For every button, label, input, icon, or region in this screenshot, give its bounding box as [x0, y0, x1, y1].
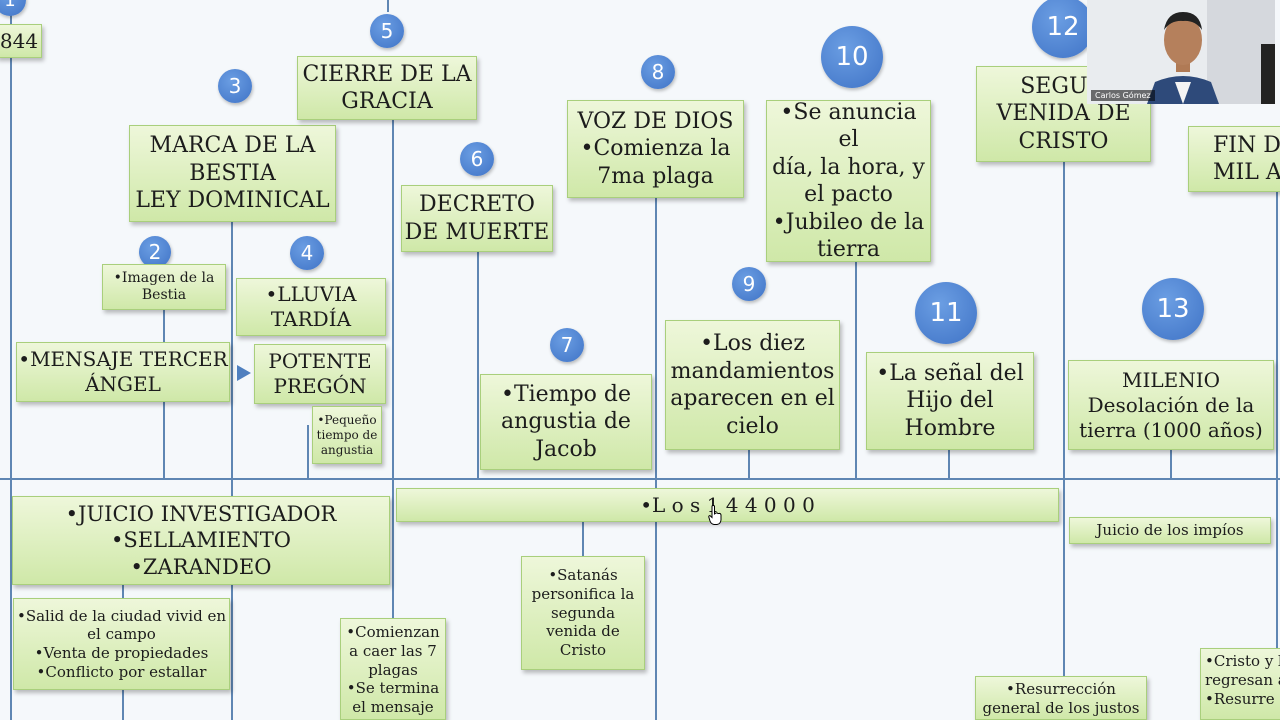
box-resurreccion-justos: •Resurrección general de los justos: [975, 676, 1147, 720]
participant-avatar: [1087, 0, 1275, 104]
timeline-axis: [0, 478, 1280, 480]
box-imagen-bestia: •Imagen de la Bestia: [102, 264, 226, 310]
box-satanas: •Satanás personifica la segunda venida d…: [521, 556, 645, 670]
timeline-line: [392, 120, 394, 720]
box-pequeno-tiempo: •Pequeño tiempo de angustia: [312, 406, 382, 464]
marker-2: 2: [139, 236, 171, 268]
marker-11: 11: [915, 282, 977, 344]
box-lluvia-tardia: •LLUVIA TARDÍA: [236, 278, 386, 336]
marker-12: 12: [1032, 0, 1094, 58]
box-diez-mandamientos: •Los diez mandamientos aparecen en el ci…: [665, 320, 840, 450]
marker-5: 5: [370, 14, 404, 48]
marker-6: 6: [460, 142, 494, 176]
box-los-144000: •L o s 1 4 4 0 0 0: [396, 488, 1059, 522]
timeline-line: [231, 222, 233, 720]
box-juicio-investigador: •JUICIO INVESTIGADOR •SELLAMIENTO •ZARAN…: [12, 496, 390, 585]
timeline-line: [477, 252, 479, 480]
hand-cursor-icon: [708, 505, 722, 525]
timeline-line: [948, 450, 950, 480]
timeline-line: [10, 10, 12, 720]
timeline-line: [387, 0, 389, 12]
box-salid-ciudad: •Salid de la ciudad vivid en el campo •V…: [13, 598, 230, 690]
box-cierre-gracia: CIERRE DE LA GRACIA: [297, 56, 477, 120]
marker-9: 9: [732, 267, 766, 301]
marker-1: 1: [0, 0, 26, 16]
year-box: 844: [0, 24, 42, 58]
box-fin-mil-anos: FIN D MIL A: [1188, 126, 1280, 192]
timeline-line: [1170, 450, 1172, 480]
box-marca-bestia: MARCA DE LA BESTIA LEY DOMINICAL: [129, 125, 336, 222]
arrow-icon: [237, 365, 251, 381]
box-decreto-muerte: DECRETO DE MUERTE: [401, 185, 553, 252]
timeline-line: [1276, 192, 1278, 720]
marker-3: 3: [218, 69, 252, 103]
box-voz-de-dios: VOZ DE DIOS •Comienza la 7ma plaga: [567, 100, 744, 198]
box-tiempo-angustia-jacob: •Tiempo de angustia de Jacob: [480, 374, 652, 470]
marker-8: 8: [641, 55, 675, 89]
participant-name: Carlos Gómez: [1091, 90, 1155, 101]
timeline-line: [655, 198, 657, 720]
timeline-line: [855, 262, 857, 480]
box-milenio: MILENIO Desolación de la tierra (1000 añ…: [1068, 360, 1274, 450]
marker-10: 10: [821, 26, 883, 88]
marker-4: 4: [290, 236, 324, 270]
box-mensaje-tercer-angel: •MENSAJE TERCER ÁNGEL: [16, 342, 230, 402]
box-potente-pregon: POTENTE PREGÓN: [254, 344, 386, 404]
participant-video[interactable]: Carlos Gómez: [1087, 0, 1275, 104]
timeline-line: [307, 425, 309, 480]
timeline-line: [582, 520, 584, 560]
timeline-line: [748, 450, 750, 480]
box-senal-hijo-hombre: •La señal del Hijo del Hombre: [866, 352, 1034, 450]
timeline-line: [1063, 162, 1065, 682]
box-comienzan-plagas: •Comienzan a caer las 7 plagas •Se termi…: [340, 618, 446, 720]
box-cristo-regresan: •Cristo y l regresan a •Resurre: [1200, 648, 1280, 720]
marker-7: 7: [550, 328, 584, 362]
box-juicio-impios: Juicio de los impíos: [1069, 517, 1271, 544]
marker-13: 13: [1142, 278, 1204, 340]
box-se-anuncia: •Se anuncia el día, la hora, y el pacto …: [766, 100, 931, 262]
